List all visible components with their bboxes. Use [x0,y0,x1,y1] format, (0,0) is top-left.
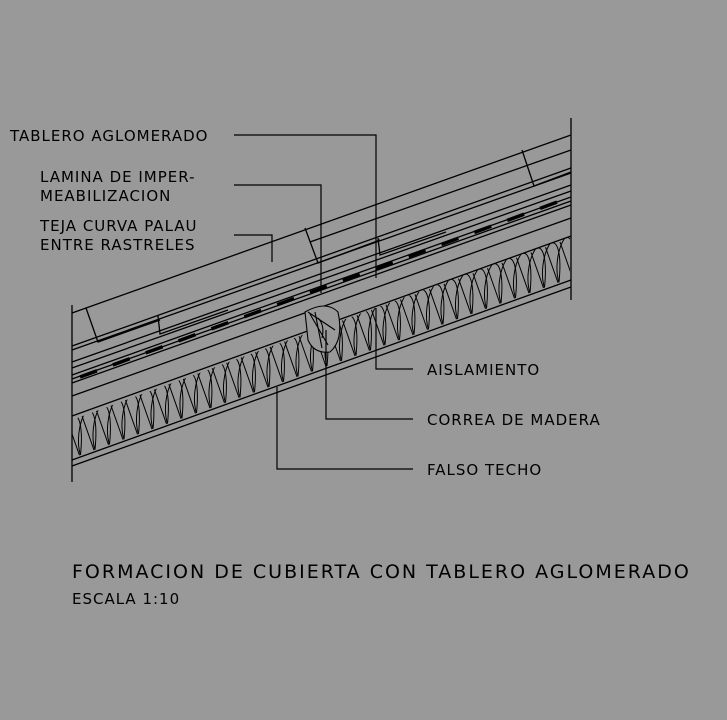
insulation-bottom-line [71,279,572,461]
label-correa-de-madera: CORREA DE MADERA [427,411,601,429]
drawing-title: FORMACION DE CUBIERTA CON TABLERO AGLOME… [72,561,691,583]
tile-top-line-2 [309,149,572,243]
label-lamina-line2: MEABILIZACION [40,187,171,205]
label-tablero-aglomerado: TABLERO AGLOMERADO [9,127,208,145]
batten-right [377,231,447,256]
membrane-dashes [79,195,572,379]
drawing-scale: ESCALA 1:10 [72,590,180,608]
leader-aislamiento [375,308,413,370]
label-aislamiento: AISLAMIENTO [427,361,540,379]
tile-end-mid [304,227,381,264]
batten-mid [157,309,229,335]
leader-tablero [234,134,377,278]
label-falso-techo: FALSO TECHO [427,461,542,479]
leader-lamina [234,184,322,293]
leader-lines [234,134,413,470]
leader-correa [325,330,413,420]
ceiling-line [71,286,572,467]
wood-purlin [304,305,341,353]
label-lamina-line1: LAMINA DE IMPER- [40,168,196,186]
tile-end-right [521,149,572,187]
tile-end-left [85,307,161,343]
label-teja-line2: ENTRE RASTRELES [40,236,196,254]
leader-falso-techo [276,387,413,470]
leader-teja [234,234,273,262]
label-teja-line1: TEJA CURVA PALAU [39,217,198,235]
lamina-line-5 [71,204,572,384]
